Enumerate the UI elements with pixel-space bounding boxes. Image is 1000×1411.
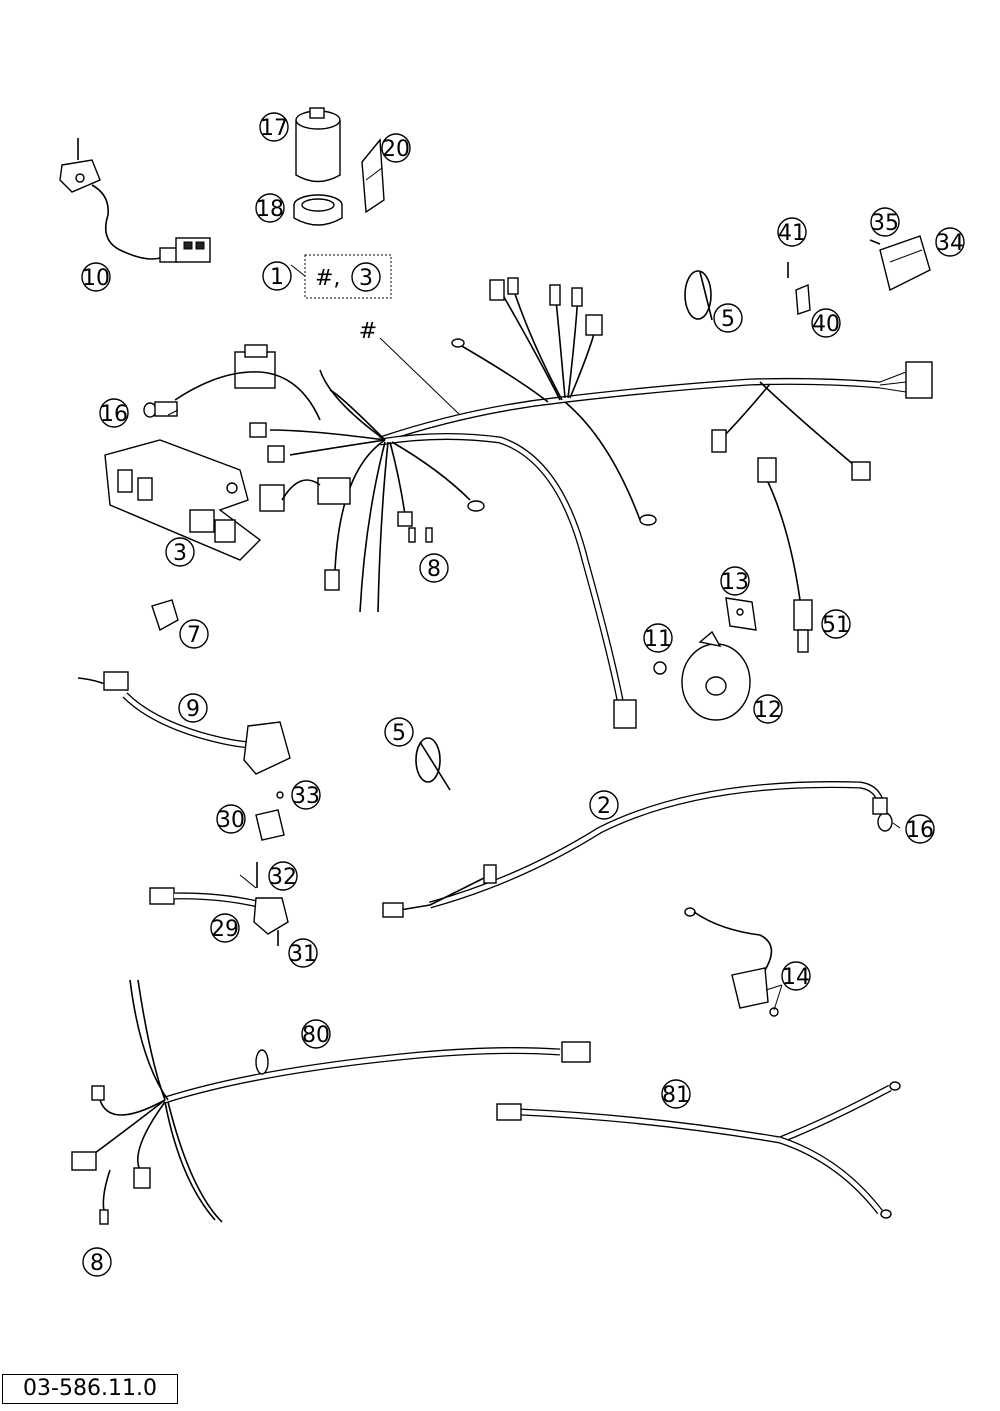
- part-18-collar: [293, 194, 343, 226]
- main-wiring-harness: [174, 277, 933, 729]
- svg-text:16: 16: [906, 818, 934, 843]
- callout-40: 40: [811, 308, 841, 338]
- svg-text:8: 8: [427, 557, 441, 582]
- callout-1: 1: [262, 261, 292, 291]
- svg-text:32: 32: [269, 865, 297, 890]
- callouts: 17 20 18 10 1 3 5 41 40 35 34 16 3 8 13 …: [81, 112, 965, 1277]
- svg-text:51: 51: [822, 613, 850, 638]
- callout-8-lower: 8: [82, 1247, 112, 1277]
- part-17-capacitor: [295, 107, 341, 183]
- callout-18: 18: [255, 193, 285, 223]
- callout-16-lower: 16: [905, 814, 935, 844]
- svg-text:1: 1: [270, 265, 284, 290]
- callout-5-upper: 5: [713, 303, 743, 333]
- callout-33: 33: [291, 780, 321, 810]
- callout-9: 9: [178, 693, 208, 723]
- svg-text:7: 7: [187, 623, 201, 648]
- svg-text:13: 13: [721, 570, 749, 595]
- svg-text:9: 9: [186, 697, 200, 722]
- part-3-mounting-plate: [104, 439, 262, 561]
- svg-text:80: 80: [302, 1023, 330, 1048]
- callout-3-kit: 3: [351, 262, 381, 292]
- hash-label: #: [359, 319, 377, 344]
- callout-41: 41: [777, 217, 807, 247]
- svg-text:81: 81: [662, 1083, 690, 1108]
- svg-text:16: 16: [100, 402, 128, 427]
- part-29-switch: [149, 862, 289, 946]
- svg-text:33: 33: [292, 784, 320, 809]
- svg-text:10: 10: [82, 266, 110, 291]
- svg-text:20: 20: [382, 137, 410, 162]
- part-7-connector: [151, 599, 179, 632]
- svg-text:3: 3: [173, 541, 187, 566]
- document-number: 03-586.11.0: [2, 1374, 178, 1404]
- callout-3-plate: 3: [165, 537, 195, 567]
- svg-text:40: 40: [812, 312, 840, 337]
- leader-lines: [167, 264, 901, 1011]
- callout-29: 29: [210, 913, 240, 943]
- part-80-harness: [71, 979, 591, 1225]
- svg-text:35: 35: [871, 211, 899, 236]
- part-81-harness: [496, 1081, 901, 1219]
- svg-text:12: 12: [754, 698, 782, 723]
- callout-81: 81: [661, 1079, 691, 1109]
- svg-text:29: 29: [211, 917, 239, 942]
- kit-box-hash-text: #,: [315, 266, 340, 291]
- part-34-relay: [869, 235, 931, 292]
- callout-8-upper: 8: [419, 553, 449, 583]
- part-16-bulb-upper: [143, 401, 178, 418]
- callout-31: 31: [288, 938, 318, 968]
- svg-text:34: 34: [936, 231, 964, 256]
- part-14-sensor: [684, 907, 779, 1017]
- svg-text:8: 8: [90, 1251, 104, 1276]
- svg-text:2: 2: [597, 794, 611, 819]
- svg-text:18: 18: [256, 197, 284, 222]
- part-13-bracket: [725, 597, 757, 631]
- part-40-41-clip: [787, 262, 811, 315]
- callout-20: 20: [381, 133, 411, 163]
- callout-14: 14: [781, 961, 811, 991]
- part-9-handlebar-switch: [77, 671, 291, 775]
- callout-34: 34: [935, 227, 965, 257]
- svg-text:5: 5: [721, 307, 735, 332]
- svg-text:41: 41: [778, 221, 806, 246]
- hash-pointer-line: [379, 337, 461, 416]
- callout-5-lower: 5: [384, 717, 414, 747]
- part-5-cable-tie-lower: [415, 737, 451, 791]
- callout-51: 51: [821, 609, 851, 639]
- callout-32: 32: [268, 861, 298, 891]
- svg-text:17: 17: [260, 116, 288, 141]
- svg-text:30: 30: [217, 808, 245, 833]
- svg-text:31: 31: [289, 942, 317, 967]
- svg-text:14: 14: [782, 965, 810, 990]
- callout-17: 17: [259, 112, 289, 142]
- part-51-sensor: [757, 457, 813, 653]
- callout-16-upper: 16: [99, 398, 129, 428]
- callout-80: 80: [301, 1019, 331, 1049]
- part-8-pins: [408, 527, 433, 543]
- part-20-bracket: [361, 138, 385, 214]
- part-30-switch-cover: [255, 791, 285, 841]
- callout-35: 35: [870, 207, 900, 237]
- part-5-cable-tie-upper: [684, 270, 713, 321]
- callout-13: 13: [720, 566, 750, 596]
- callout-2: 2: [589, 790, 619, 820]
- svg-text:3: 3: [359, 266, 373, 291]
- part-2-harness: [382, 781, 893, 918]
- part-12-horn: [681, 630, 751, 721]
- callout-12: 12: [753, 694, 783, 724]
- callout-10: 10: [81, 262, 111, 292]
- svg-text:5: 5: [392, 721, 406, 746]
- part-10-switch: [59, 138, 211, 263]
- callout-30: 30: [216, 804, 246, 834]
- svg-text:11: 11: [644, 627, 672, 652]
- callout-11: 11: [643, 623, 673, 653]
- part-11-screw: [653, 661, 667, 675]
- callout-7: 7: [179, 619, 209, 649]
